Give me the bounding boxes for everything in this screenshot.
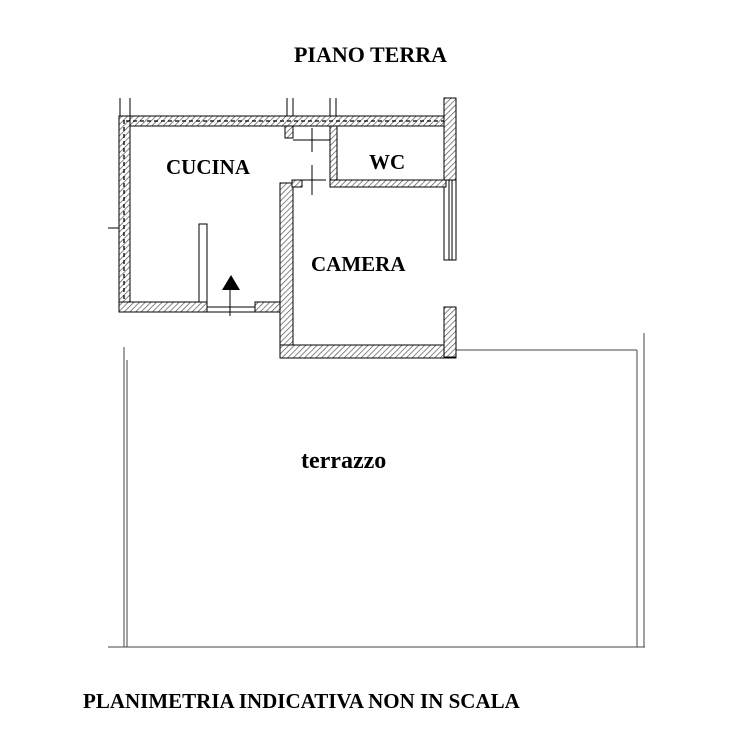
- terrace-outline: [108, 333, 645, 648]
- room-label-terrace: terrazzo: [301, 448, 387, 474]
- entrance-arrow-icon: [222, 275, 240, 290]
- scale-disclaimer: PLANIMETRIA INDICATIVA NON IN SCALA: [83, 689, 520, 713]
- bedroom-walls: [279, 97, 457, 359]
- room-label-bedroom: CAMERA: [311, 252, 406, 276]
- room-label-wc: WC: [369, 150, 406, 174]
- wall-dash-line: [123, 120, 446, 300]
- page-title: PIANO TERRA: [293, 42, 447, 67]
- room-label-kitchen: CUCINA: [166, 155, 250, 179]
- frame-lines: [108, 98, 453, 316]
